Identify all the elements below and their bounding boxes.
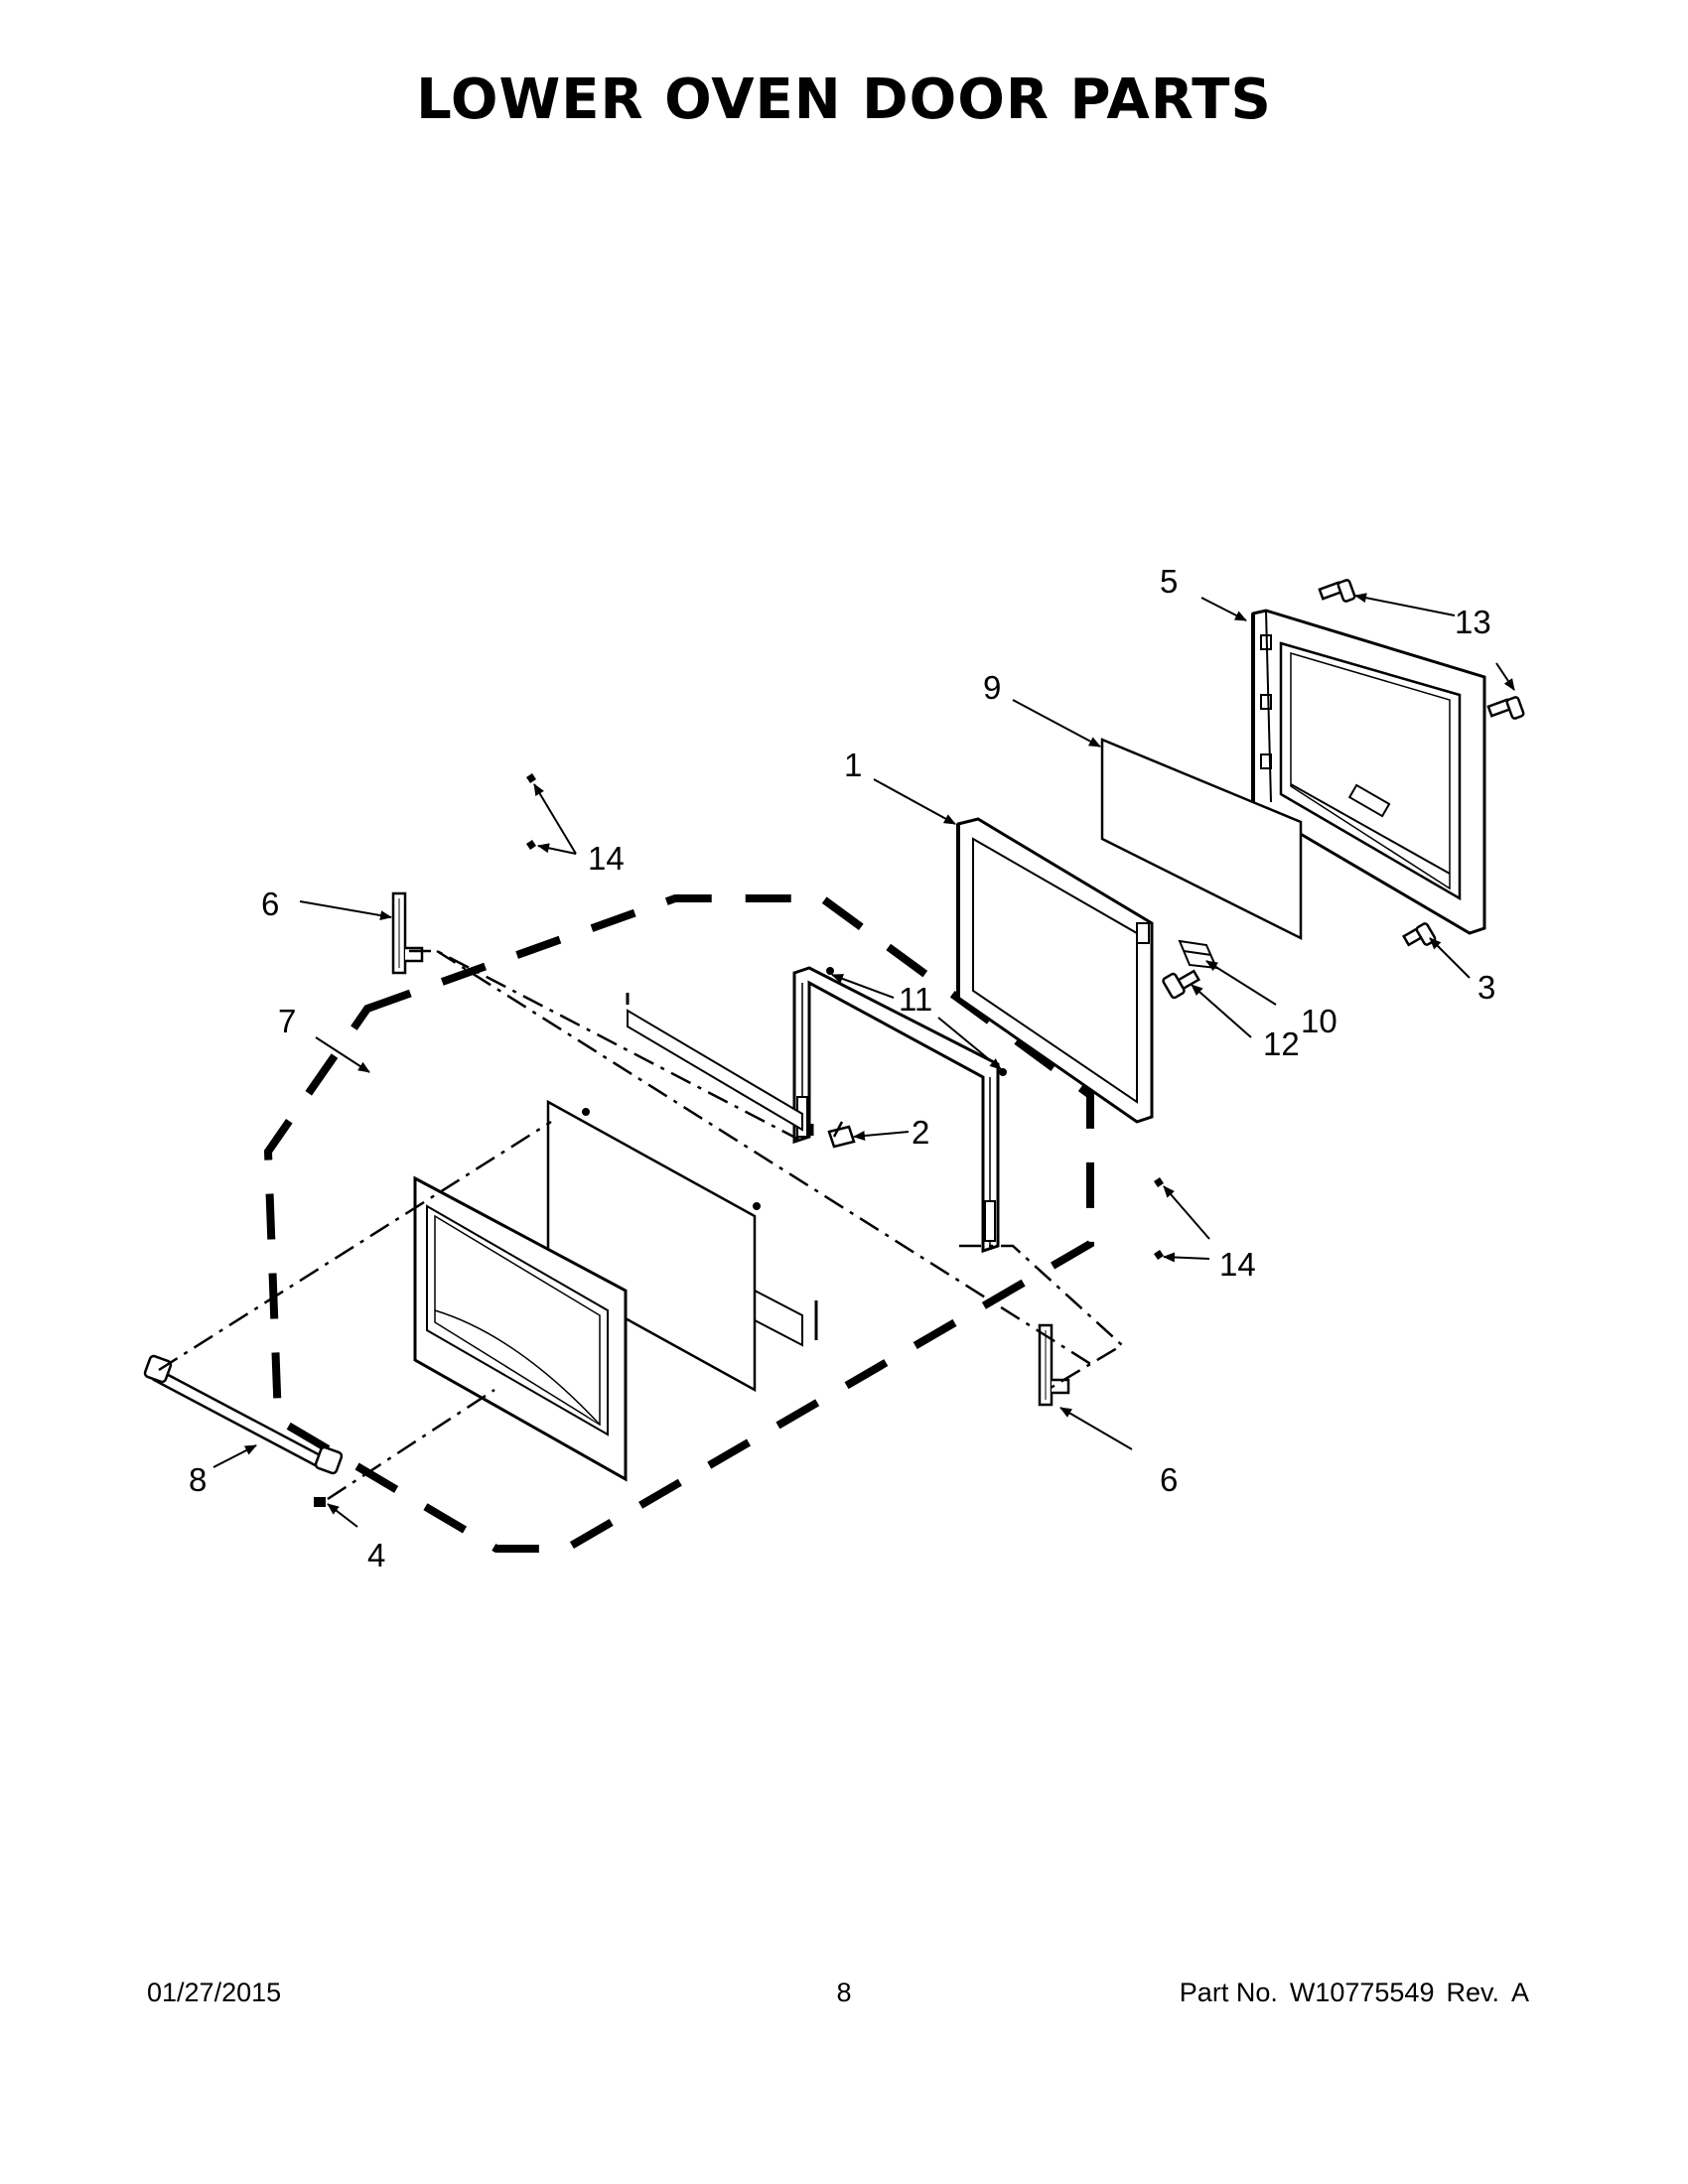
alignment-lines	[158, 949, 1125, 1501]
clip-part-2	[827, 1121, 856, 1149]
hinge-part-6-lower	[1038, 1323, 1070, 1407]
screw-part-11	[826, 967, 1007, 1076]
callout-3: 3	[1477, 969, 1495, 1006]
footer-part-info: Part No. W10775549 Rev. A	[1180, 1978, 1529, 2008]
inner-door-frame-part-1	[956, 817, 1154, 1124]
screw-part-12	[1162, 969, 1201, 1000]
door-glass-part-9	[1100, 738, 1303, 941]
callout-6-upper: 6	[261, 886, 279, 922]
outer-door-panel	[413, 1175, 628, 1482]
callout-11: 11	[899, 981, 932, 1018]
callout-10: 10	[1301, 1003, 1337, 1039]
screw-part-14-upper	[526, 773, 536, 850]
callout-1: 1	[844, 747, 862, 783]
door-gasket-outline	[263, 894, 1094, 1553]
clip-part-4	[314, 1497, 326, 1507]
callout-12: 12	[1263, 1025, 1300, 1062]
footer-rev-label: Rev.	[1446, 1978, 1499, 2007]
door-liner-frame	[1251, 609, 1486, 935]
callout-6-lower: 6	[1160, 1461, 1178, 1498]
page-title: LOWER OVEN DOOR PARTS	[416, 68, 1272, 132]
footer-rev: A	[1510, 1978, 1529, 2007]
callout-8: 8	[189, 1461, 207, 1498]
callout-7: 7	[278, 1003, 296, 1039]
callout-2: 2	[912, 1114, 929, 1151]
middle-glass-panel	[546, 1099, 757, 1393]
footer-part-label: Part No.	[1179, 1978, 1278, 2007]
hinge-part-6-upper	[391, 891, 424, 975]
callout-14-upper: 14	[588, 840, 625, 877]
footer-date: 01/27/2015	[147, 1978, 282, 2007]
callout-4: 4	[367, 1537, 385, 1573]
footer-page-number: 8	[836, 1978, 852, 2007]
footer-part-number: W10775549	[1289, 1978, 1435, 2007]
screw-part-14-lower	[1154, 1177, 1164, 1260]
screw-part-3	[1401, 922, 1437, 947]
callout-leaders	[212, 593, 1515, 1528]
door-channel-frame	[792, 966, 1000, 1254]
callout-9: 9	[983, 669, 1001, 706]
callout-14-lower: 14	[1219, 1246, 1256, 1283]
callout-5: 5	[1160, 563, 1178, 600]
screw-part-13-right	[1486, 696, 1525, 720]
callout-13: 13	[1455, 604, 1491, 640]
glass-strip-lower	[754, 1289, 818, 1347]
glass-strip-upper	[626, 993, 814, 1136]
door-handle-part-8	[143, 1354, 344, 1475]
screw-part-13-top	[1318, 579, 1356, 603]
